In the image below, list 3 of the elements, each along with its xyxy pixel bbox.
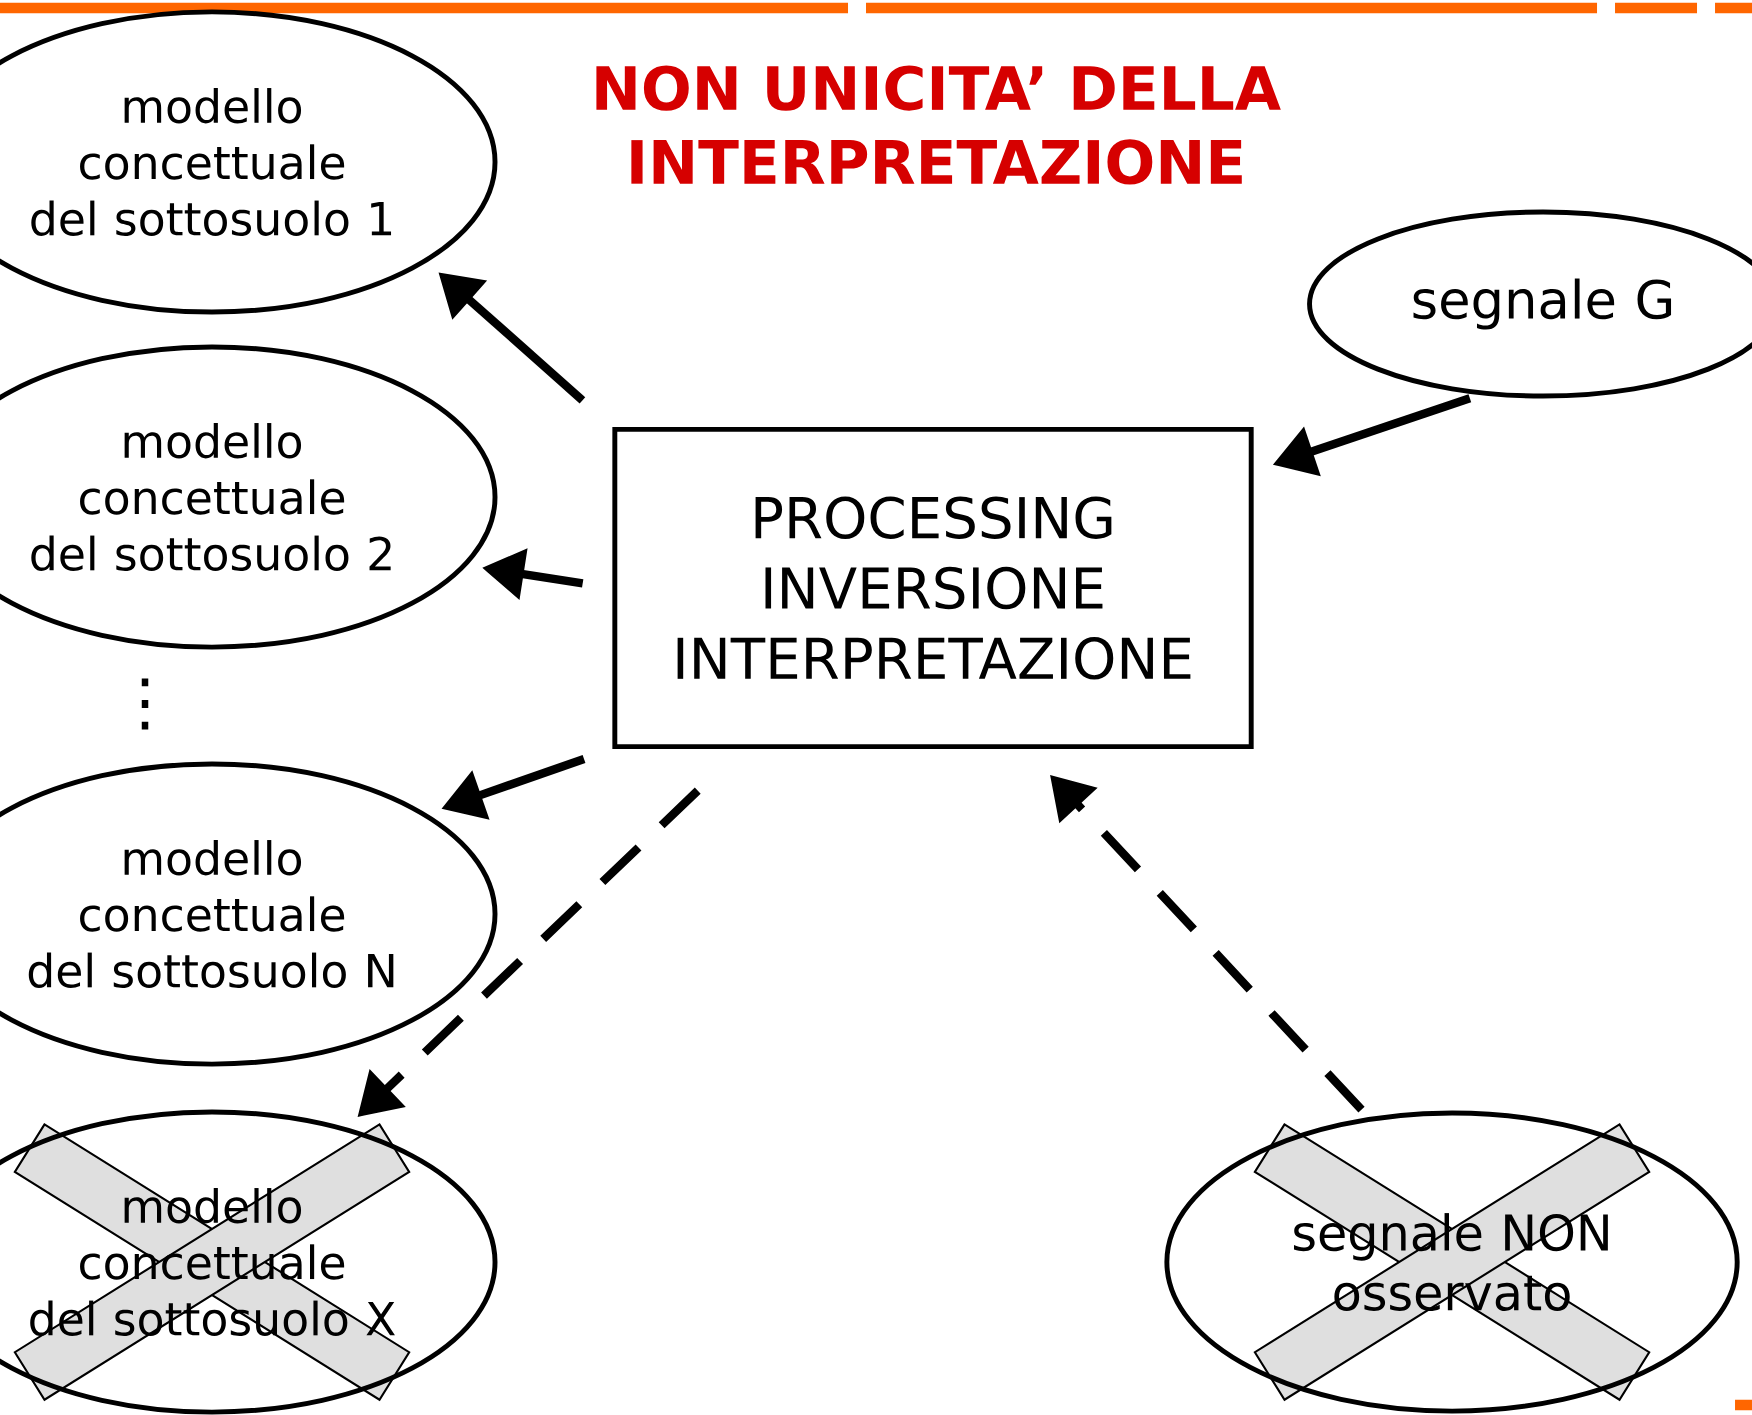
process-box: PROCESSING INVERSIONE INTERPRETAZIONE	[612, 426, 1254, 750]
title: NON UNICITA’ DELLA INTERPRETAZIONE	[596, 65, 1281, 185]
ellipsis-mark: ⋮	[141, 678, 149, 730]
